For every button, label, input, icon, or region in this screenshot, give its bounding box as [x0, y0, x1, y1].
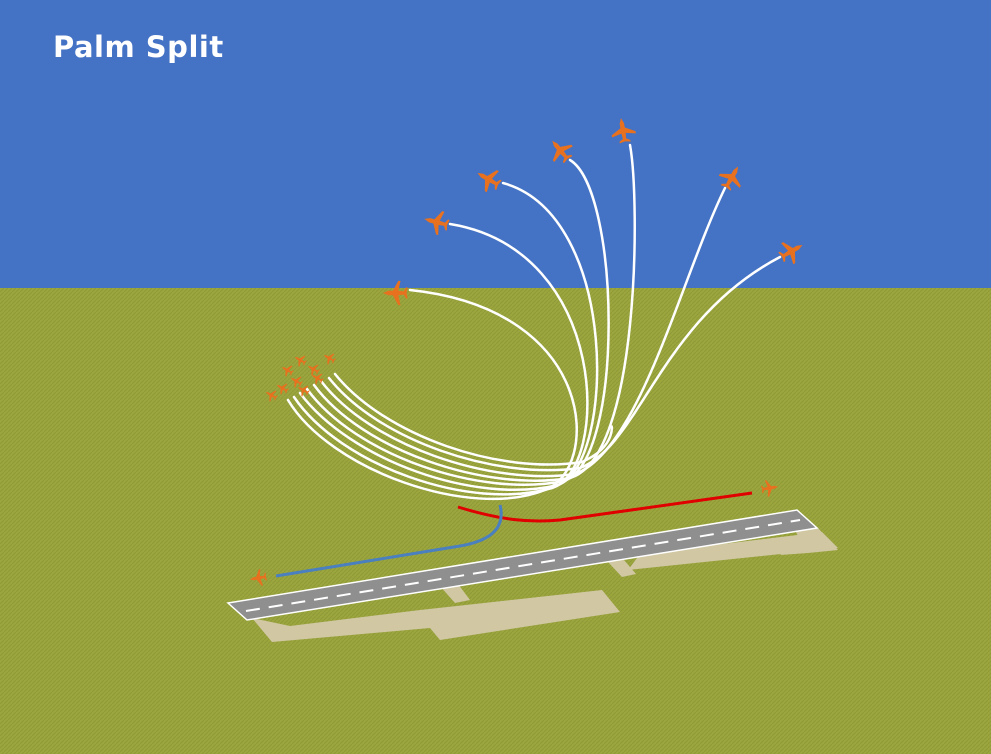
smoke-trails	[286, 143, 782, 501]
smoke-trail-5	[312, 143, 636, 482]
sky	[0, 0, 991, 289]
runway	[226, 509, 819, 621]
apron-taxiways	[252, 528, 838, 642]
smoke-trail-7	[327, 255, 782, 472]
smoke-trail-3	[298, 181, 599, 492]
smoke-trail-6	[319, 186, 727, 478]
blue-track	[275, 504, 503, 578]
page-title: Palm Split	[53, 30, 224, 64]
red-track	[457, 491, 753, 523]
smoke-trail-4	[305, 158, 610, 486]
grass-field	[0, 288, 991, 754]
smoke-trail-8	[333, 372, 614, 466]
